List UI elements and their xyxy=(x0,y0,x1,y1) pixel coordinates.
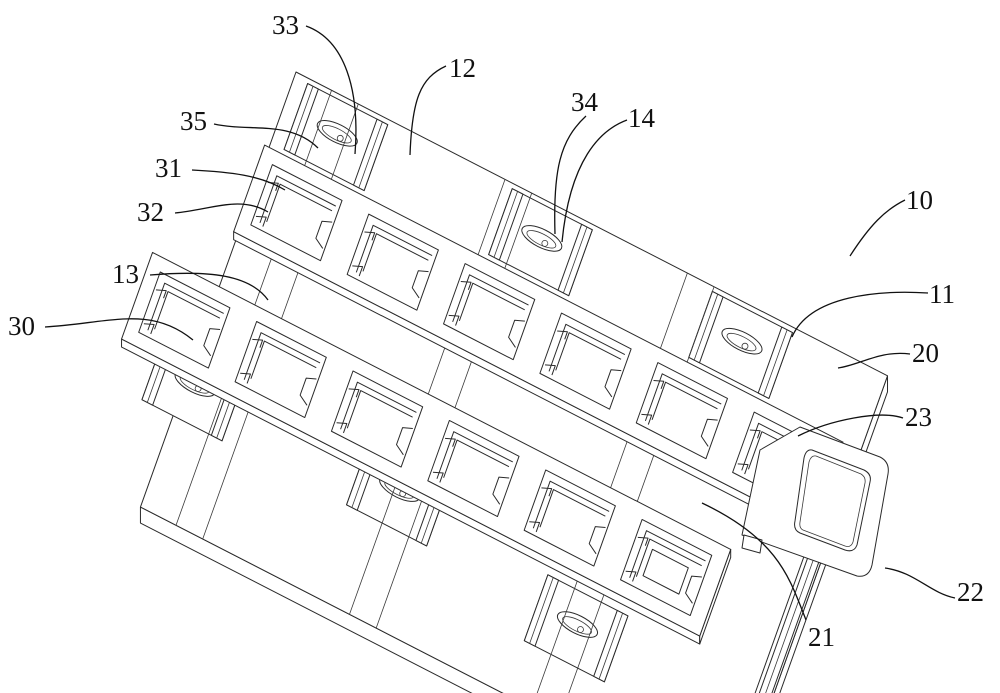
label-21: 21 xyxy=(808,622,835,652)
label-30: 30 xyxy=(8,311,35,341)
label-22: 22 xyxy=(957,577,984,607)
label-20: 20 xyxy=(912,338,939,368)
label-33: 33 xyxy=(272,10,299,40)
leader-11 xyxy=(792,292,928,337)
leader-22 xyxy=(885,568,955,598)
leader-10 xyxy=(850,200,905,256)
label-35: 35 xyxy=(180,106,207,136)
label-14: 14 xyxy=(628,103,656,133)
label-12: 12 xyxy=(449,53,476,83)
label-11: 11 xyxy=(929,279,955,309)
label-32: 32 xyxy=(137,197,164,227)
label-34: 34 xyxy=(571,87,599,117)
label-10: 10 xyxy=(906,185,933,215)
label-31: 31 xyxy=(155,153,182,183)
label-23: 23 xyxy=(905,402,932,432)
label-13: 13 xyxy=(112,259,139,289)
